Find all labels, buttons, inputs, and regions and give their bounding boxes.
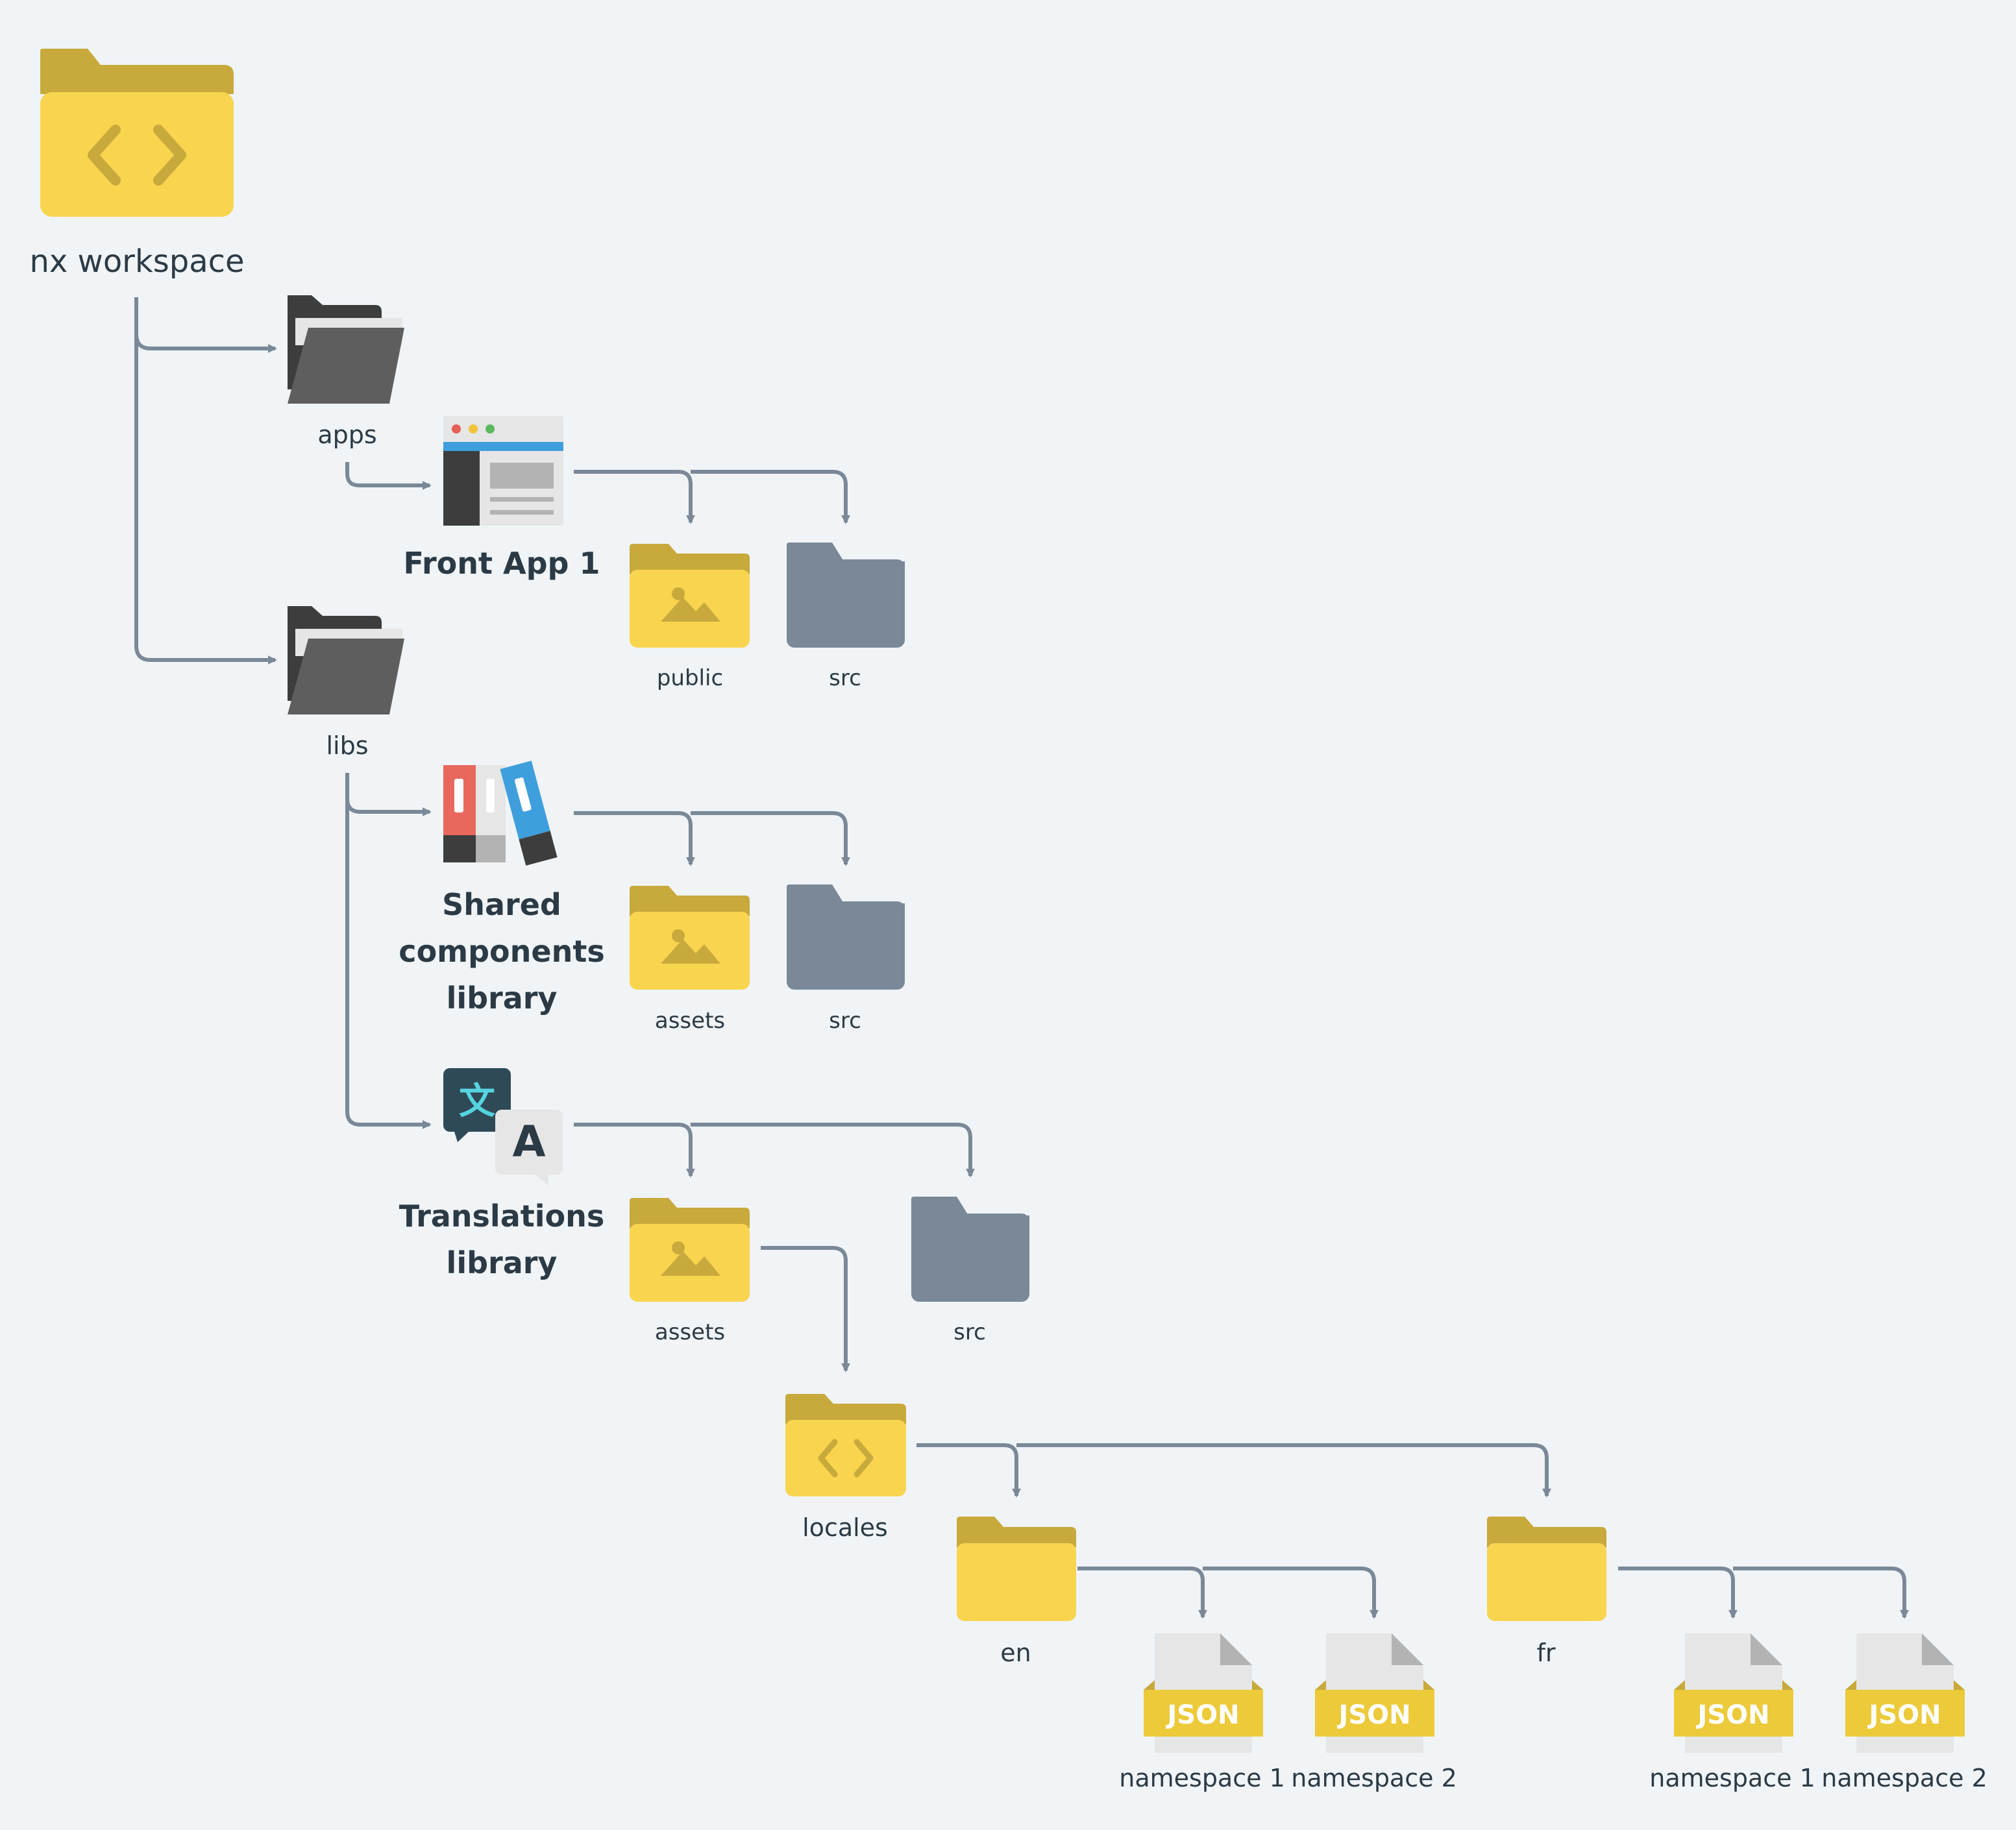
connector-workspace-libs xyxy=(134,334,277,665)
libs-label: libs xyxy=(326,731,369,760)
shared-src-label: src xyxy=(829,1008,861,1034)
connector-assets-locales xyxy=(761,1246,850,1372)
connector-libs-translations xyxy=(345,799,432,1129)
json-en-ns1-label: namespace 1 xyxy=(1119,1764,1285,1792)
folder-icon[interactable] xyxy=(1487,1517,1606,1621)
connector-en-ns2 xyxy=(1203,1567,1379,1619)
connector-fr-ns1 xyxy=(1618,1567,1738,1619)
json-file-icon[interactable]: JSON xyxy=(1845,1633,1965,1753)
translations-lib-label: Translations library xyxy=(399,1193,604,1286)
shared-lib-label-line: library xyxy=(446,981,558,1016)
connector-locales-fr xyxy=(1016,1443,1551,1498)
json-badge: JSON xyxy=(1165,1700,1239,1730)
shared-lib-label-line: Shared xyxy=(442,887,561,922)
connector-frontapp-src xyxy=(691,470,850,524)
translations-lib-label-line: library xyxy=(446,1245,558,1280)
binders-icon[interactable] xyxy=(443,761,558,866)
connector-translations-src xyxy=(691,1123,975,1178)
connector-apps-frontapp xyxy=(345,462,432,490)
connector-workspace-apps xyxy=(134,297,277,353)
connector-fr-ns2 xyxy=(1733,1567,1909,1619)
translate-glyph-cn: 文 xyxy=(459,1080,495,1123)
shared-lib-label: Shared components library xyxy=(399,881,604,1021)
translate-glyph-a: A xyxy=(512,1117,545,1167)
json-fr-ns1-label: namespace 1 xyxy=(1649,1764,1815,1792)
image-folder-icon[interactable] xyxy=(630,544,750,648)
open-folder-icon[interactable] xyxy=(288,606,404,714)
json-file-icon[interactable]: JSON xyxy=(1144,1633,1263,1753)
json-badge: JSON xyxy=(1867,1700,1941,1730)
browser-window-icon[interactable] xyxy=(443,416,563,526)
folder-icon[interactable] xyxy=(957,1517,1076,1621)
open-folder-icon[interactable] xyxy=(288,295,404,404)
code-folder-icon[interactable] xyxy=(785,1394,906,1496)
connector-shared-assets xyxy=(574,811,695,866)
translations-lib-label-line: Translations xyxy=(399,1199,605,1234)
code-folder-icon[interactable] xyxy=(40,49,234,217)
image-folder-icon[interactable] xyxy=(630,1198,750,1302)
shared-lib-label-line: components xyxy=(399,934,605,969)
en-label: en xyxy=(1000,1639,1031,1667)
json-badge: JSON xyxy=(1695,1700,1769,1730)
gray-folder-icon[interactable] xyxy=(787,884,905,990)
json-file-icon[interactable]: JSON xyxy=(1674,1633,1793,1753)
json-en-ns2-label: namespace 2 xyxy=(1291,1764,1457,1792)
connector-locales-en xyxy=(916,1443,1021,1498)
gray-folder-icon[interactable] xyxy=(787,543,905,648)
gray-folder-icon[interactable] xyxy=(911,1197,1029,1302)
json-file-icon[interactable]: JSON xyxy=(1315,1633,1434,1753)
json-badge: JSON xyxy=(1336,1700,1410,1730)
apps-label: apps xyxy=(317,421,377,449)
workspace-label: nx workspace xyxy=(29,243,245,280)
trans-assets-label: assets xyxy=(654,1319,726,1345)
locales-label: locales xyxy=(802,1513,888,1542)
connector-frontapp-public xyxy=(574,470,695,524)
front-public-label: public xyxy=(656,665,724,691)
front-app-label: Front App 1 xyxy=(403,546,600,581)
json-fr-ns2-label: namespace 2 xyxy=(1821,1764,1987,1792)
connector-translations-assets xyxy=(574,1123,695,1178)
shared-assets-label: assets xyxy=(654,1008,726,1034)
translate-icon[interactable]: 文 A xyxy=(443,1068,563,1186)
front-src-label: src xyxy=(829,665,861,691)
connector-en-ns1 xyxy=(1077,1567,1207,1619)
fr-label: fr xyxy=(1536,1639,1556,1667)
image-folder-icon[interactable] xyxy=(630,886,750,990)
connector-libs-shared xyxy=(345,773,432,816)
connector-shared-src xyxy=(691,811,850,866)
trans-src-label: src xyxy=(953,1319,986,1345)
